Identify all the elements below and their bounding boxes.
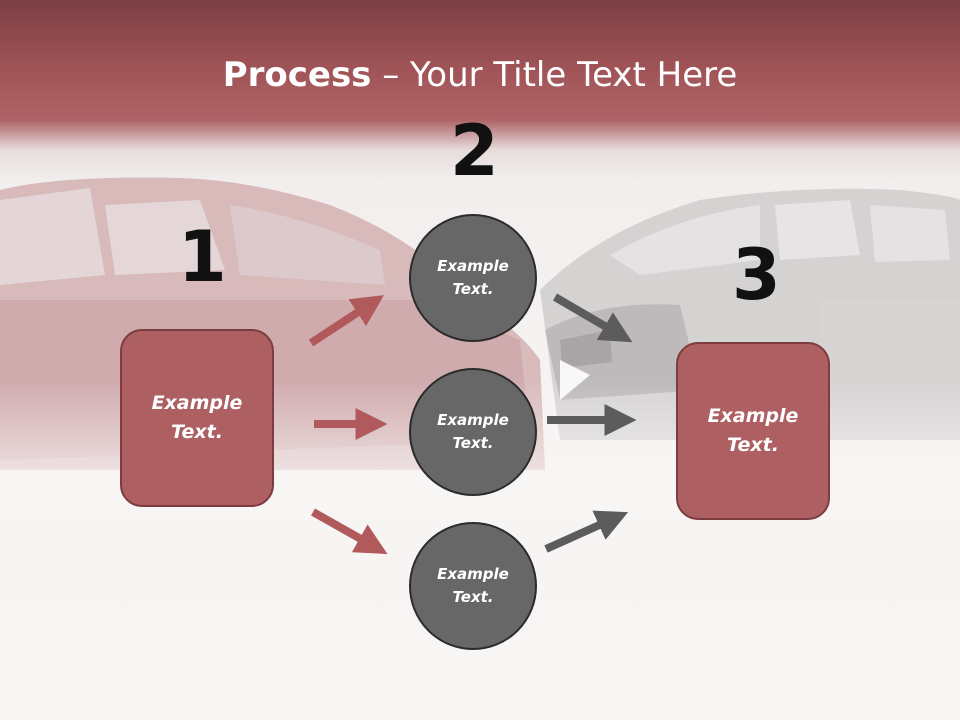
step-1-box: Example Text. [120,329,274,507]
circle-middle-text: Example Text. [437,411,509,452]
title-bold: Process [222,55,372,95]
step-number-3: 3 [732,234,781,316]
arrow-down-right-gray [552,293,633,343]
circle-middle: Example Text. [409,368,537,496]
step-number-1: 1 [178,216,227,298]
circle-top: Example Text. [409,214,537,342]
step-number-2: 2 [450,110,499,192]
arrow-up-right-red [308,295,385,347]
circle-bottom-text: Example Text. [437,565,509,606]
arrow-up-right-gray [544,510,629,553]
step-3-box: Example Text. [676,342,830,520]
circle-bottom: Example Text. [409,522,537,650]
step-1-text: Example Text. [151,392,243,443]
circle-top-text: Example Text. [437,257,509,298]
slide-title: Process – Your Title Text Here [0,52,960,98]
step-3-text: Example Text. [707,405,799,456]
arrow-down-right-red [311,508,388,555]
title-rest: – Your Title Text Here [371,55,738,95]
